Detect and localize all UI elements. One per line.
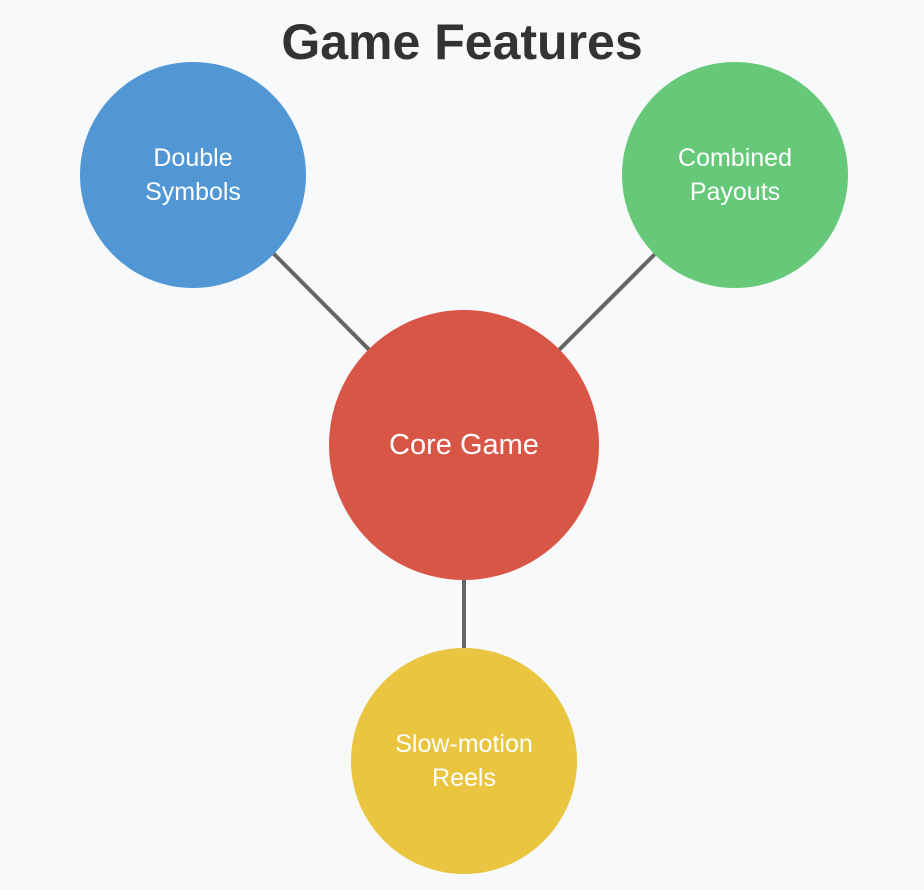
node-label: Combined Payouts [678,144,792,206]
node-core-game: Core Game [329,310,599,580]
node-slow-motion-reels: Slow-motion Reels [351,648,577,874]
node-label: Double Symbols [145,144,241,206]
node-combined-payouts: Combined Payouts [622,62,848,288]
node-double-symbols: Double Symbols [80,62,306,288]
node-label: Core Game [389,429,539,461]
diagram-title: Game Features [281,14,643,70]
node-label: Slow-motion Reels [395,730,533,792]
